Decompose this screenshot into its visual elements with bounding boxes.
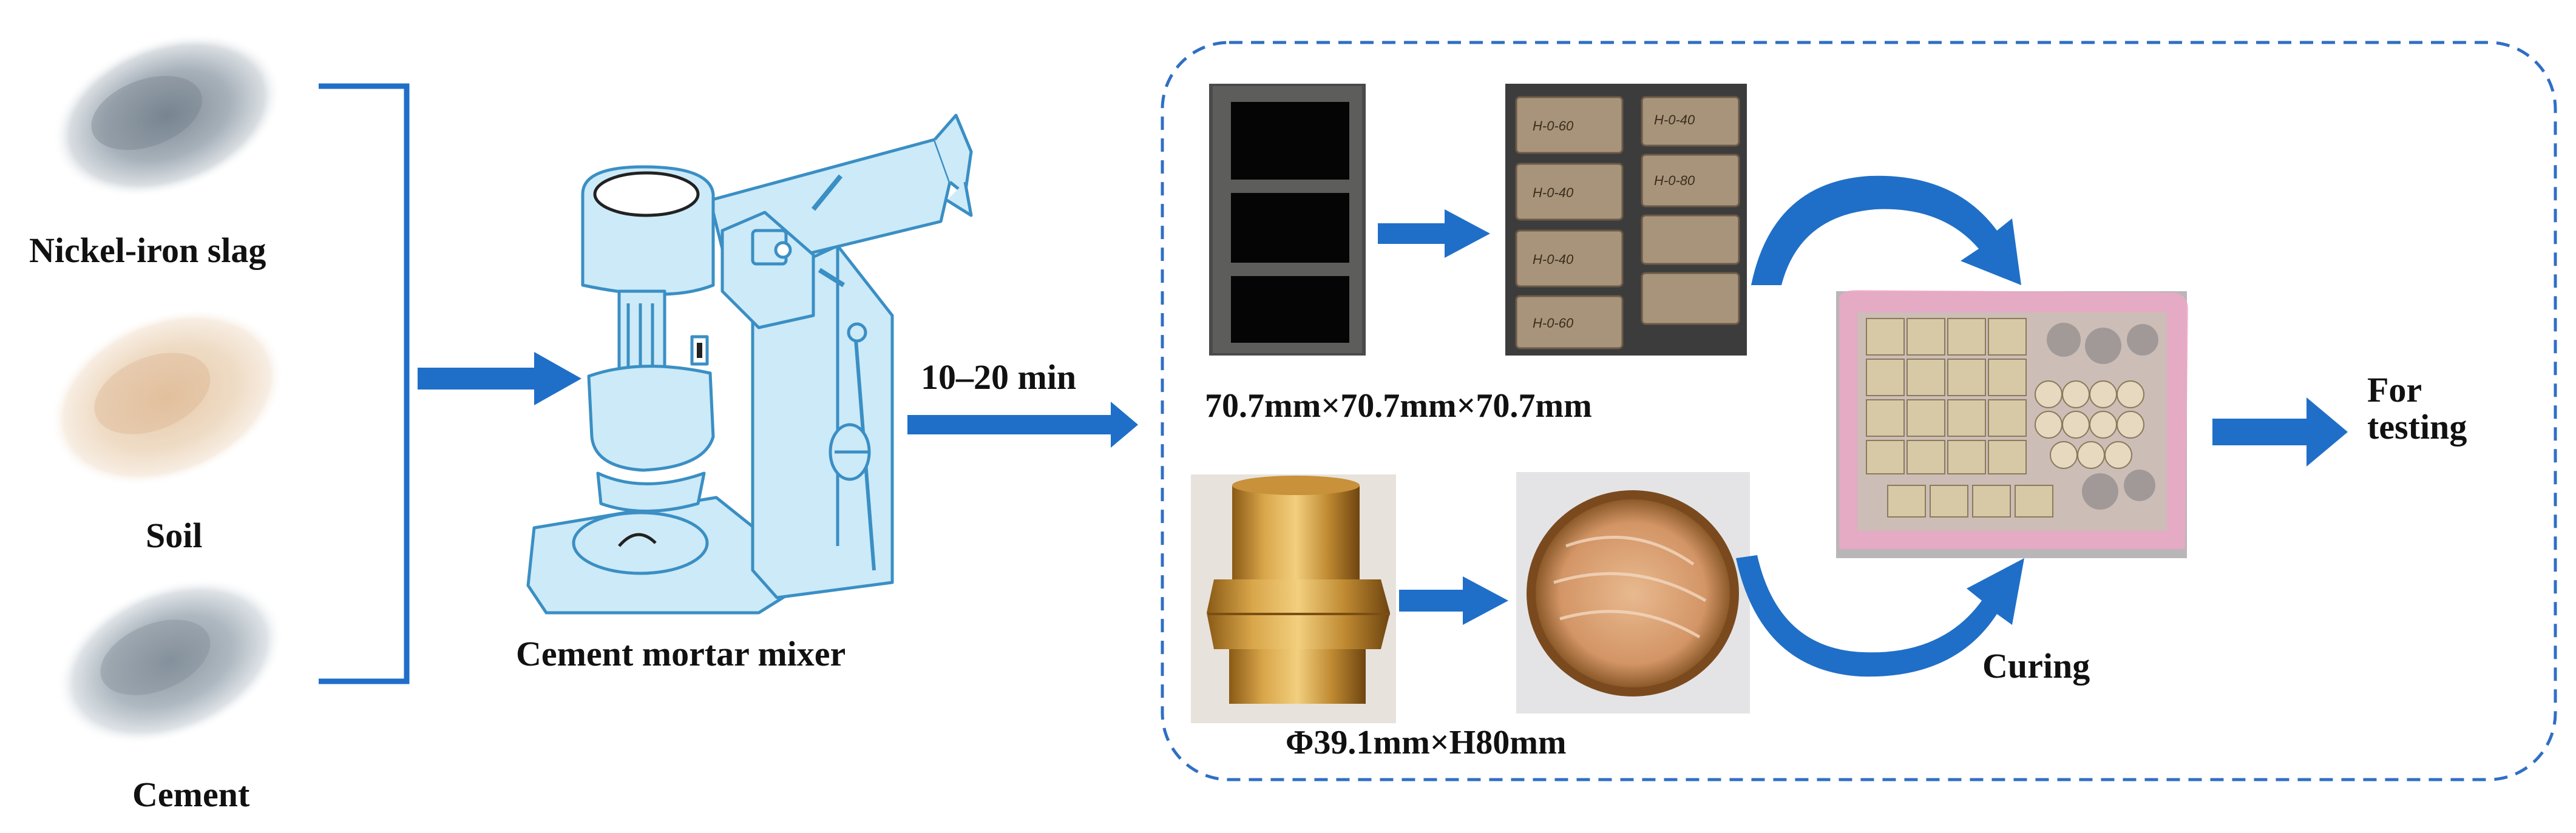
cement-label: Cement: [132, 775, 250, 814]
arrow-cube-fill: [1378, 209, 1490, 258]
specimen-mark: H-0-40: [1533, 185, 1574, 200]
for-testing-label: For testing: [2367, 370, 2467, 447]
cement-image: [56, 578, 283, 744]
arrow-cylinder-fill: [1399, 576, 1508, 625]
arrow-to-testing: [2212, 397, 2348, 467]
specimen-mark: H-0-40: [1654, 112, 1695, 127]
specimen-mark: H-0-60: [1533, 118, 1574, 133]
arrow-to-molds: [907, 402, 1138, 448]
curved-arrow-to-curing-top: [1751, 175, 2021, 285]
cube-size-label: 70.7mm×70.7mm×70.7mm: [1205, 387, 1592, 425]
nickel-iron-slag-image: [52, 33, 282, 198]
curing-tray-photo: [1836, 290, 2188, 558]
cube-mold-photo: [1209, 84, 1366, 356]
mixing-time-label: 10–20 min: [921, 357, 1077, 397]
cylinder-size-label: Φ39.1mm×H80mm: [1286, 724, 1567, 761]
cylinder-sample-photo: [1516, 472, 1750, 713]
soil-label: Soil: [146, 516, 203, 555]
mixer-label: Cement mortar mixer: [516, 634, 846, 673]
molding-curing-boundary: [1161, 41, 2557, 781]
filled-cube-molds-photo: H-0-60 H-0-40 H-0-40 H-0-40 H-0-80 H-0-6…: [1505, 84, 1747, 356]
specimen-mark: H-0-60: [1533, 315, 1574, 331]
curved-arrow-to-curing-bottom: [1736, 555, 2024, 677]
curing-label: Curing: [1982, 646, 2090, 686]
arrow-to-mixer: [418, 352, 581, 405]
specimen-mark: H-0-80: [1654, 173, 1695, 188]
soil-image: [50, 309, 284, 486]
for-testing-line2: testing: [2367, 406, 2467, 447]
input-bracket: [319, 83, 410, 684]
cylinder-mold-photo: [1191, 474, 1396, 723]
nickel-iron-slag-label: Nickel-iron slag: [29, 231, 266, 270]
cement-mortar-mixer-drawing: [526, 113, 973, 615]
specimen-mark: H-0-40: [1533, 252, 1574, 267]
for-testing-line1: For: [2367, 370, 2422, 410]
